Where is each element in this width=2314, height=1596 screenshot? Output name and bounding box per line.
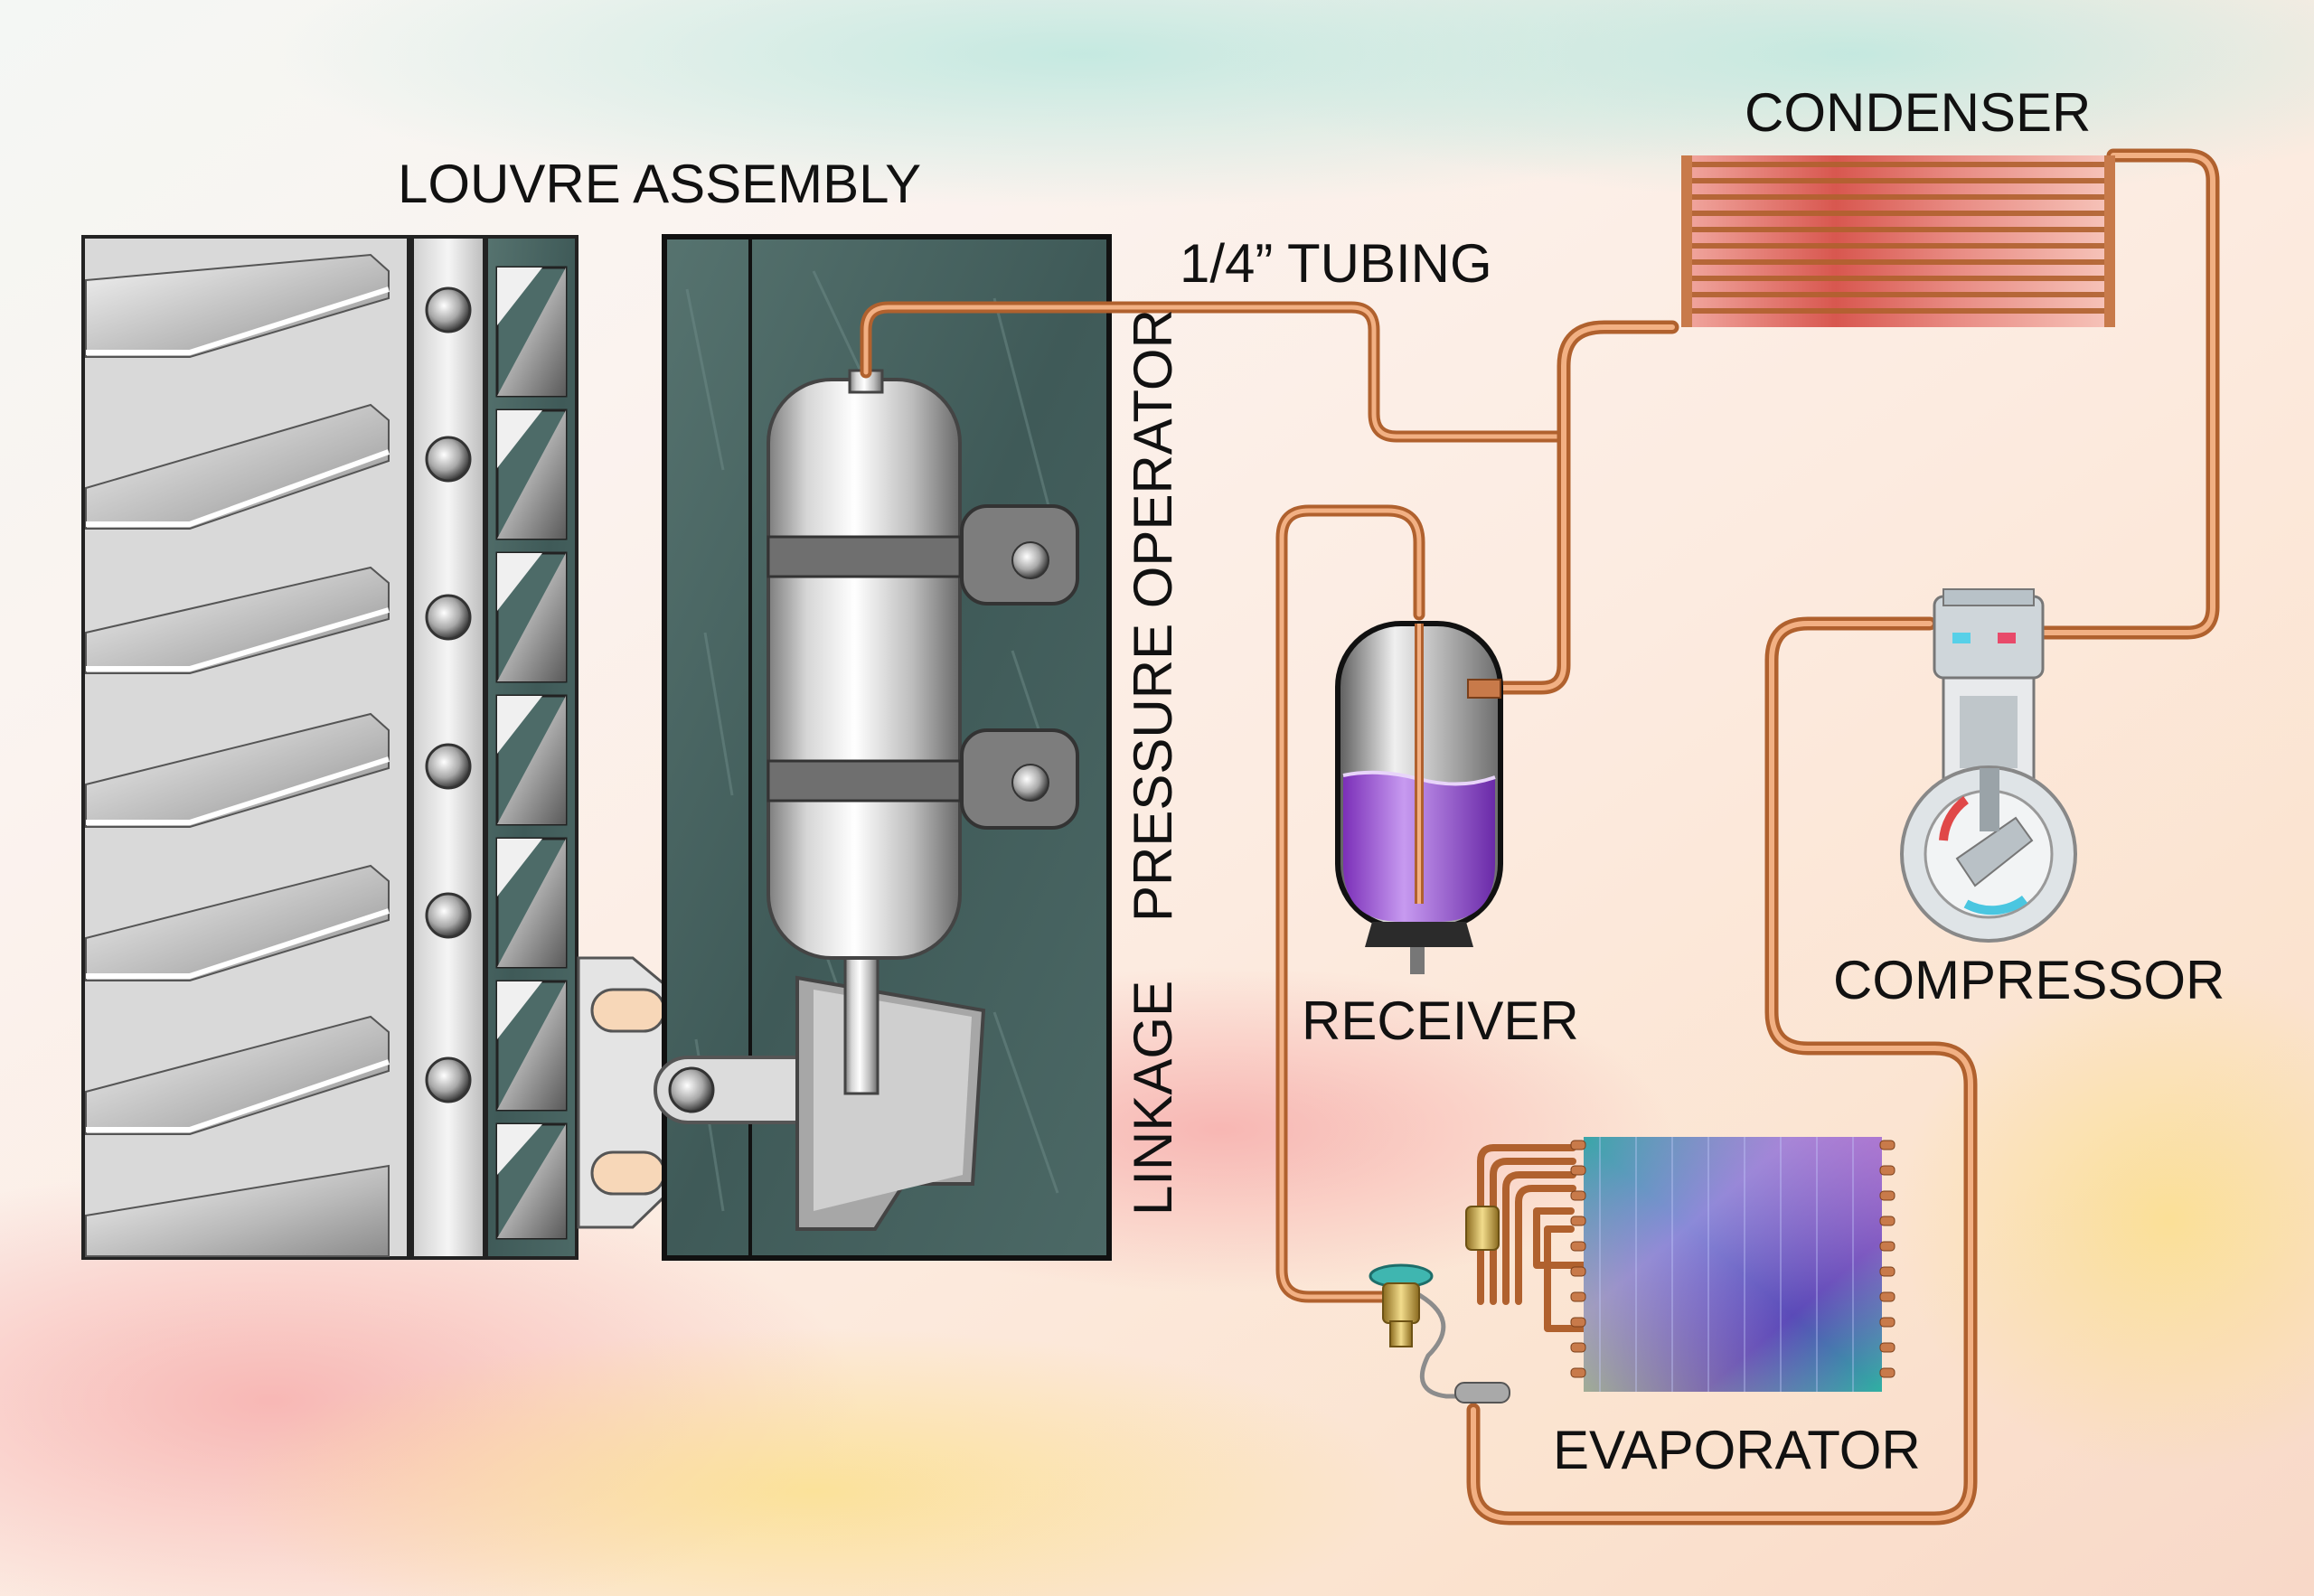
- pivot-bolt: [425, 743, 472, 790]
- label-quarter-inch-tubing: 1/4” TUBING: [1180, 233, 1492, 294]
- compressor: [1900, 588, 2077, 943]
- linkage-bracket: [577, 956, 689, 1229]
- pivot-bolt: [425, 892, 472, 939]
- expansion-valve: [1369, 1206, 1510, 1404]
- label-receiver: RECEIVER: [1302, 990, 1579, 1051]
- copper-tubing: [860, 148, 2220, 1526]
- operator-plunger: [795, 938, 986, 1231]
- linkage-pivot-bolt: [668, 1066, 715, 1113]
- label-condenser: CONDENSER: [1745, 82, 2091, 143]
- louvre-blades: [85, 253, 390, 1257]
- louvre-side-tiles: [495, 266, 568, 1240]
- pivot-bolt: [425, 594, 472, 641]
- label-evaporator: EVAPORATOR: [1553, 1420, 1921, 1480]
- evaporator: [1570, 1137, 1895, 1392]
- pivot-bolt: [425, 286, 472, 333]
- label-compressor: COMPRESSOR: [1833, 950, 2225, 1010]
- receiver: [1335, 621, 1503, 974]
- label-louvre-assembly: LOUVRE ASSEMBLY: [398, 154, 921, 214]
- louvre-assembly: [81, 235, 578, 1260]
- condenser: [1681, 155, 2115, 327]
- pivot-bolt: [425, 1056, 472, 1103]
- label-pressure-operator: PRESSURE OPERATOR: [1123, 309, 1183, 922]
- label-linkage: LINKAGE: [1123, 981, 1183, 1216]
- labels: LOUVRE ASSEMBLY 1/4” TUBING PRESSURE OPE…: [398, 82, 2225, 1480]
- pivot-bolt: [425, 436, 472, 483]
- pressure-cylinder: [767, 369, 1079, 960]
